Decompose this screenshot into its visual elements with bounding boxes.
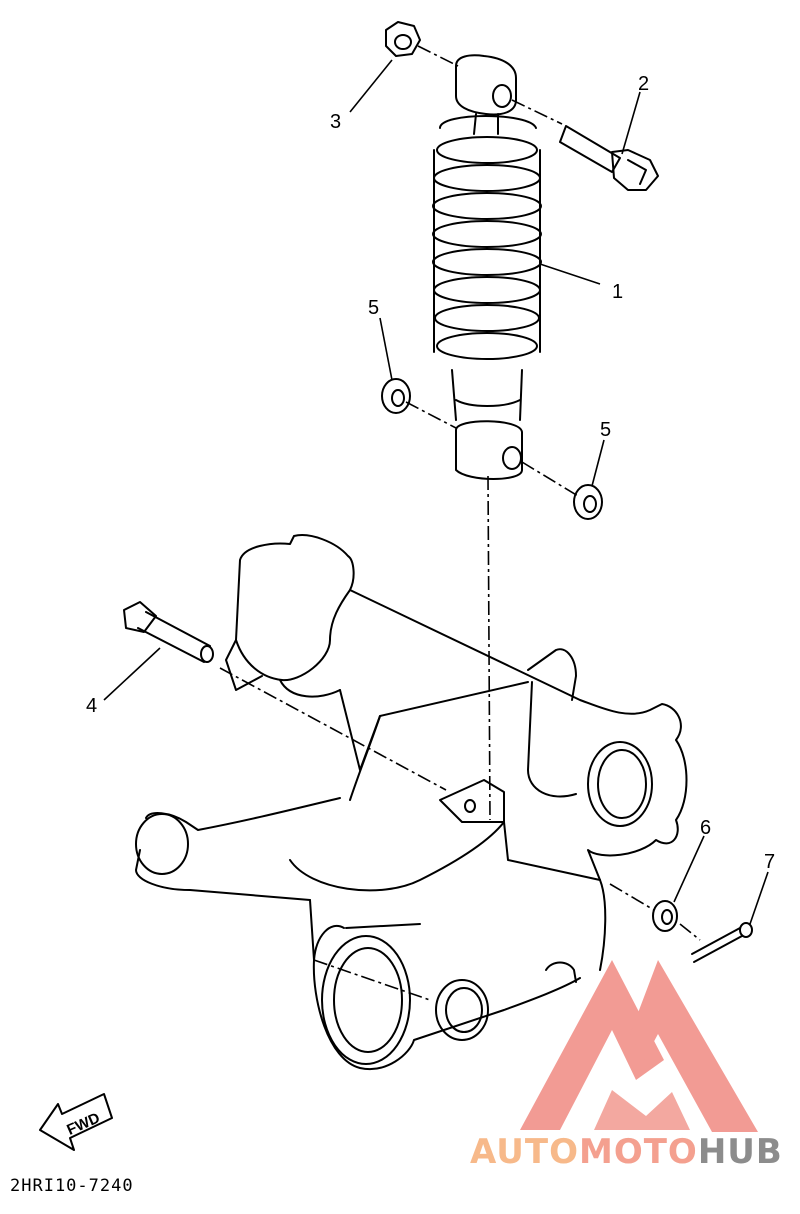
washer-part-upper	[381, 378, 411, 414]
swing-arm-part	[135, 534, 688, 1071]
assembly-lines	[219, 45, 701, 1001]
washer-part-6	[652, 900, 678, 932]
nut-part	[385, 21, 421, 57]
callout-5-upper: 5	[368, 297, 379, 319]
callout-3: 3	[330, 111, 341, 133]
pivot-bolt-part	[123, 601, 214, 663]
leader-lines	[103, 59, 769, 925]
shock-absorber-part	[432, 54, 542, 480]
callout-6: 6	[700, 817, 711, 839]
callout-1: 1	[612, 281, 623, 303]
watermark-brand: AUTOMOTOHUB	[470, 1132, 783, 1172]
diagram-code: 2HRI10-7240	[10, 1176, 134, 1196]
washer-part-lower	[573, 484, 603, 520]
callout-5-lower: 5	[600, 419, 611, 441]
callout-4: 4	[86, 695, 97, 717]
callout-7: 7	[764, 851, 775, 873]
watermark-moto: MOTO	[578, 1132, 698, 1172]
fwd-arrow-icon: FWD	[39, 1093, 113, 1151]
callout-2: 2	[638, 73, 649, 95]
callout-labels: 1 2 3 4 5 5 6 7	[86, 73, 775, 873]
bolt-part	[559, 125, 659, 191]
cotter-pin-part	[691, 922, 753, 963]
watermark-hub: HUB	[697, 1132, 783, 1172]
watermark-auto: AUTO	[470, 1132, 579, 1172]
triangle-m-logo-icon	[520, 960, 758, 1132]
